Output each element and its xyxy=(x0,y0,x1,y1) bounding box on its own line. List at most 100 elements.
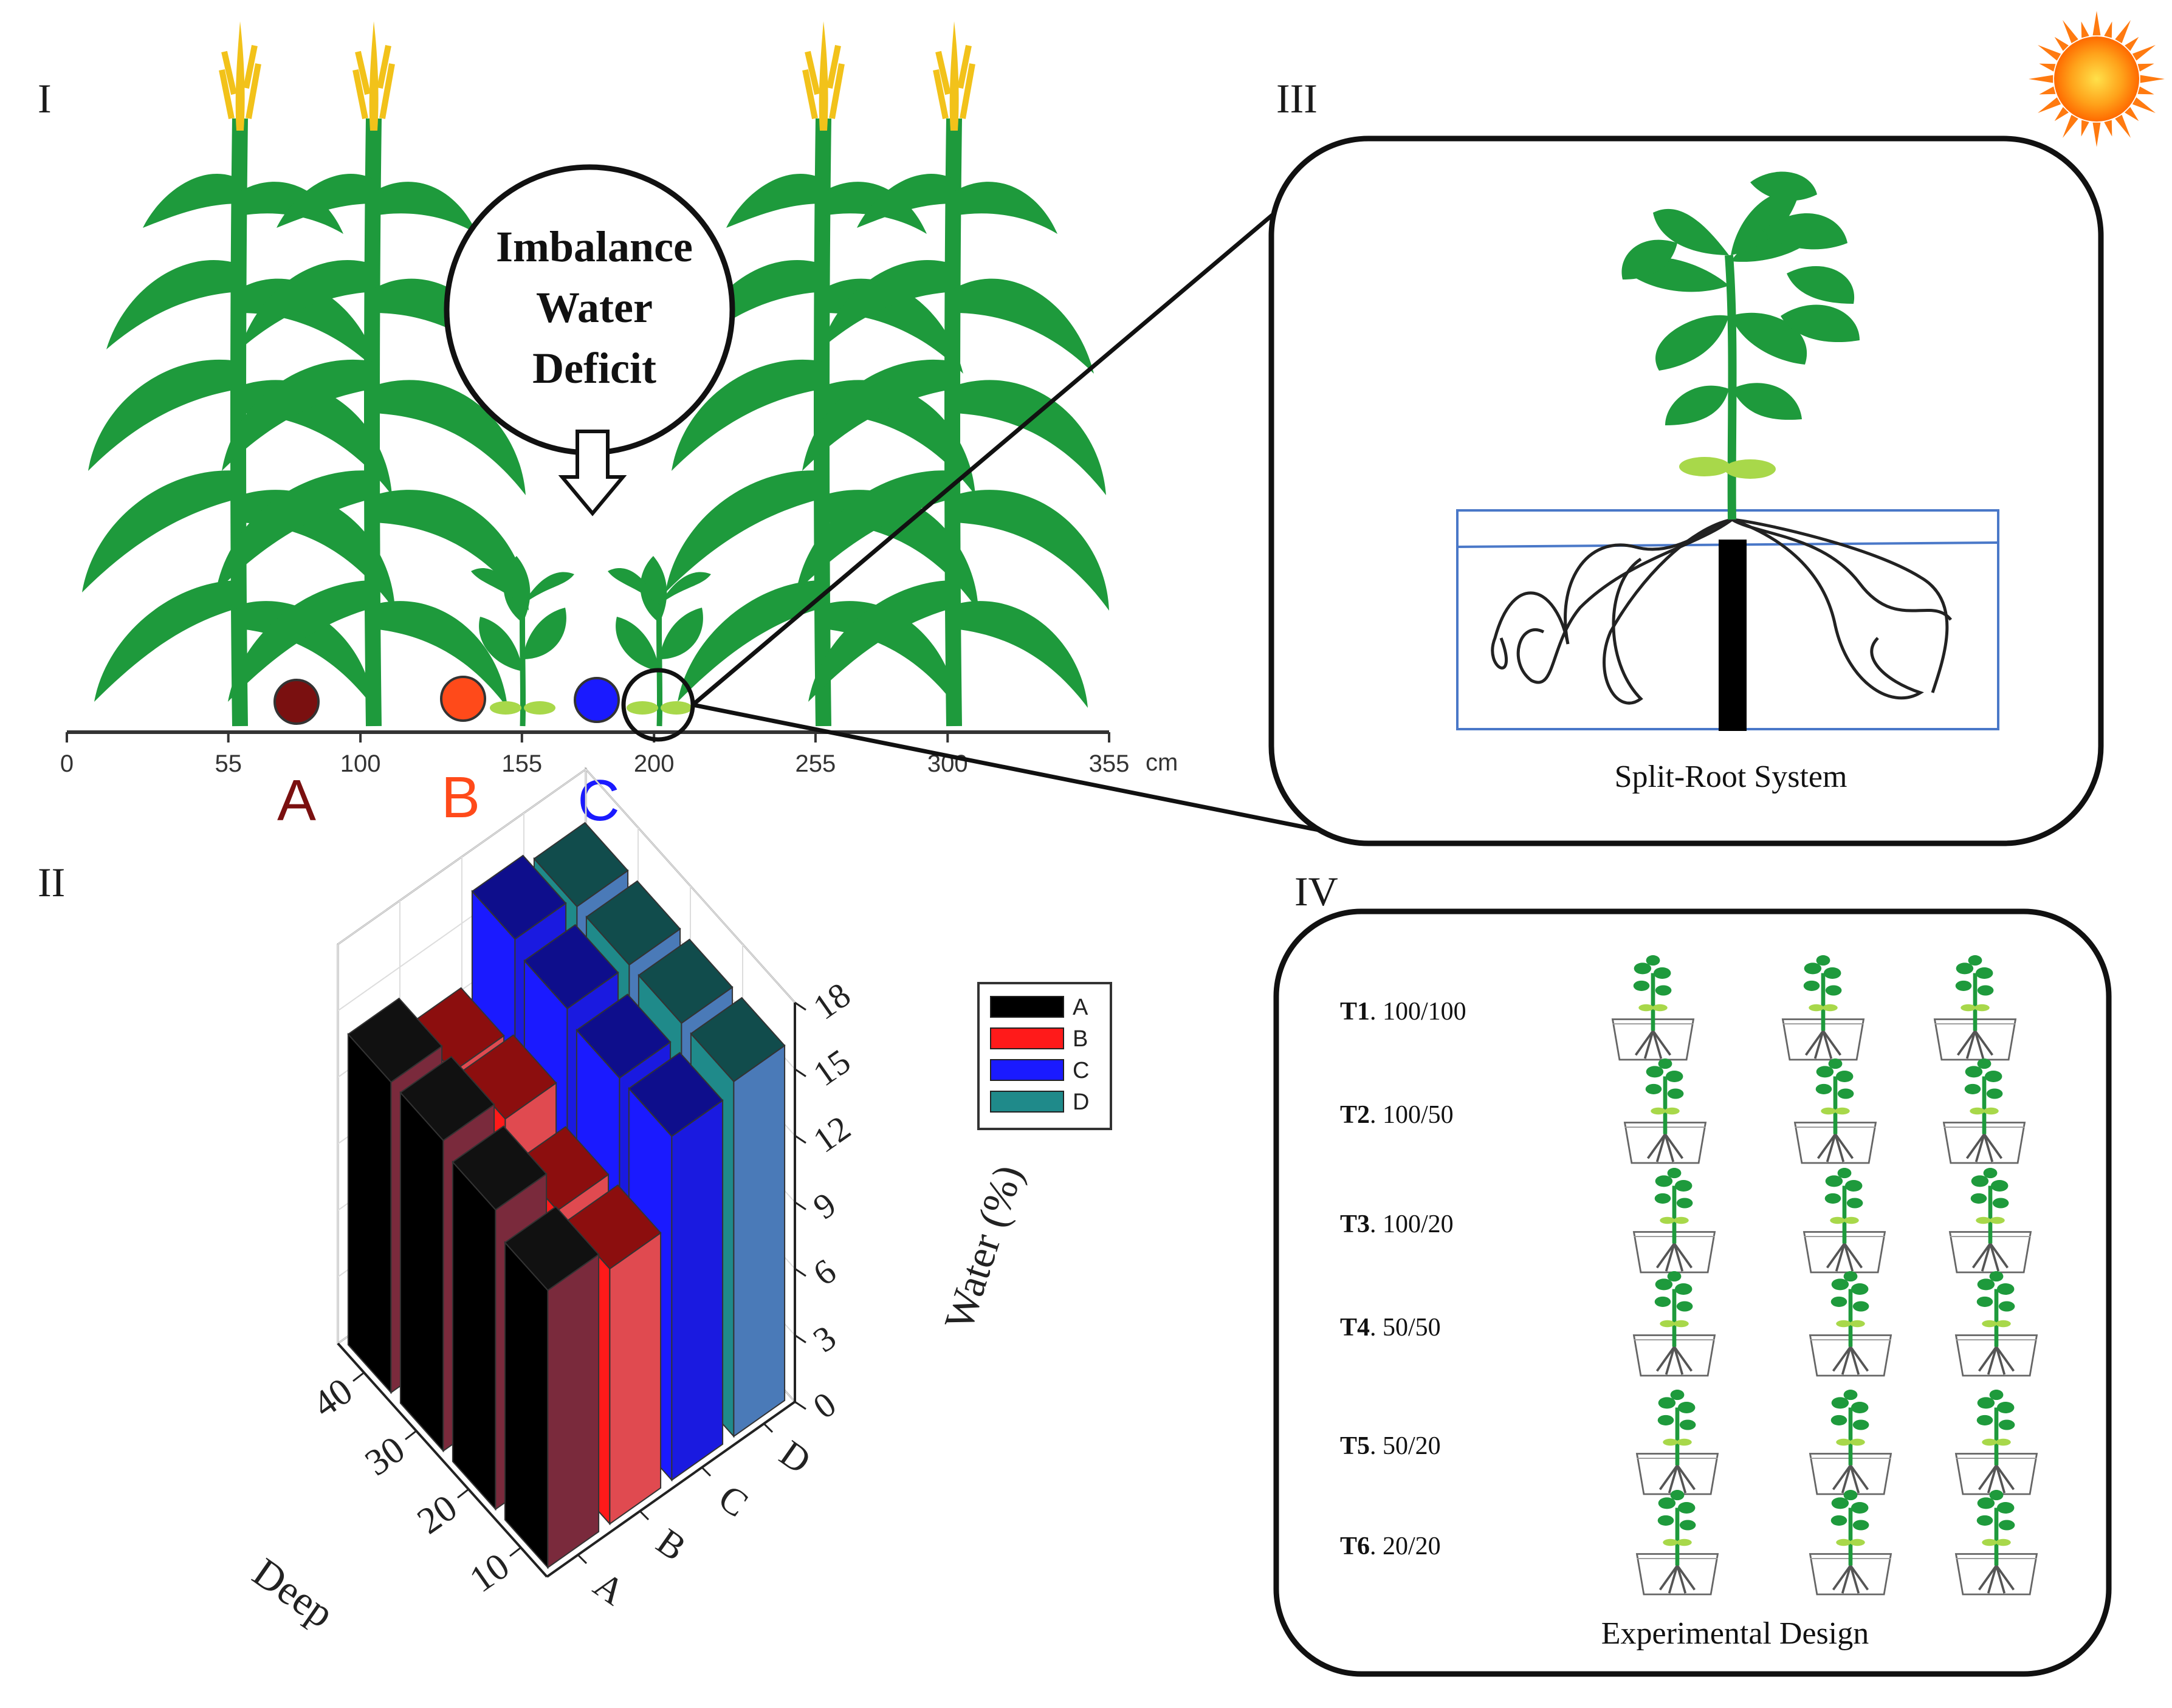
treatment-code: T3 xyxy=(1340,1210,1370,1238)
split-divider xyxy=(1719,540,1747,731)
legend-swatch xyxy=(990,1027,1064,1049)
treatment-code: T6 xyxy=(1340,1532,1370,1560)
treatment-ratio: . 100/20 xyxy=(1370,1210,1454,1238)
callout-line-3: Deficit xyxy=(532,344,656,393)
legend-swatch xyxy=(990,1059,1064,1081)
axis-tick-label: 200 xyxy=(634,750,675,777)
root-right-3 xyxy=(1731,518,1949,693)
z-tick-label: 0 xyxy=(806,1384,843,1427)
z-tick-label: 6 xyxy=(806,1251,843,1294)
bar-top-face xyxy=(576,993,672,1079)
axis-tick-label: 55 xyxy=(215,750,242,777)
y-tick-label: D xyxy=(772,1433,819,1482)
x-tick-label: 10 xyxy=(462,1545,517,1600)
bar-side-face xyxy=(733,1044,786,1438)
z-axis-title: Water (%) xyxy=(935,1159,1032,1335)
x-tick xyxy=(457,1488,469,1499)
bar-side-face xyxy=(609,1232,662,1525)
design-frame xyxy=(1273,908,2112,1677)
treatment-label: T6. 20/20 xyxy=(1340,1532,1441,1560)
bar-front-face xyxy=(452,1160,497,1511)
root-left-1 xyxy=(1491,518,1733,670)
callout-line-2: Water xyxy=(536,283,653,332)
bar-top-face xyxy=(347,997,443,1083)
bar-front-face xyxy=(504,1241,549,1569)
treatment-ratio: . 100/50 xyxy=(1370,1101,1454,1129)
treatment-code: T2 xyxy=(1340,1101,1370,1129)
bar-top-face xyxy=(399,1055,495,1142)
y-tick xyxy=(763,1422,774,1433)
z-tick-label: 15 xyxy=(806,1041,857,1094)
legend-label: D xyxy=(1073,1089,1089,1115)
point-c-label: C xyxy=(577,768,619,833)
y-tick-label: B xyxy=(649,1521,693,1569)
x-axis-title: Deep xyxy=(245,1549,343,1637)
bar-side-face xyxy=(671,1099,724,1481)
bar-top-face xyxy=(585,880,681,966)
z-tick-label: 12 xyxy=(806,1108,857,1161)
root-left-3 xyxy=(1516,518,1733,684)
z-tick xyxy=(794,1267,806,1277)
z-tick xyxy=(794,1401,806,1410)
legend-label: B xyxy=(1073,1026,1088,1052)
bar-top-face xyxy=(523,924,619,1010)
axis-tick-label: 355 xyxy=(1089,750,1130,777)
treatment-label: T3. 100/20 xyxy=(1340,1210,1454,1238)
bar-top-face xyxy=(533,821,629,908)
treatment-ratio: . 100/100 xyxy=(1370,998,1466,1026)
z-tick xyxy=(794,1201,806,1210)
z-tick-label: 18 xyxy=(806,975,857,1027)
bar-side-face xyxy=(547,1253,600,1569)
treatment-ratio: . 50/20 xyxy=(1370,1432,1441,1460)
down-arrow-icon xyxy=(558,430,627,516)
point-b-label: B xyxy=(441,765,480,830)
treatment-code: T5 xyxy=(1340,1432,1370,1460)
bar-top-face xyxy=(690,996,786,1083)
split-root-caption: Split-Root System xyxy=(1615,760,1847,794)
axis-tick-label: 255 xyxy=(796,750,836,777)
panel-label-iv: IV xyxy=(1294,868,1338,914)
zoom-line-upper xyxy=(691,205,1284,707)
legend-label: C xyxy=(1073,1058,1089,1083)
panel-label-iii: III xyxy=(1276,75,1318,122)
axis-tick-label: 0 xyxy=(60,750,74,777)
y-tick-label: A xyxy=(586,1564,633,1614)
legend-label: A xyxy=(1073,995,1088,1020)
root-right-1 xyxy=(1731,518,1952,621)
design-caption: Experimental Design xyxy=(1601,1616,1869,1651)
x-axis-line xyxy=(337,1342,548,1578)
zoom-line-lower xyxy=(692,702,1347,838)
bar-A-10 xyxy=(504,1206,600,1569)
bar-top-face xyxy=(471,854,567,940)
callout-line-1: Imbalance xyxy=(496,222,693,271)
x-tick xyxy=(509,1546,521,1557)
treatment-label: T2. 100/50 xyxy=(1340,1101,1454,1129)
z-tick xyxy=(794,1134,806,1144)
treatment-label: T4. 50/50 xyxy=(1340,1314,1441,1342)
soybean-plant xyxy=(1621,171,1860,520)
bar-top-face xyxy=(452,1125,548,1211)
point-b-marker xyxy=(440,676,486,722)
treatment-code: T4 xyxy=(1340,1314,1370,1342)
seedling-1 xyxy=(471,556,574,726)
treatment-code: T1 xyxy=(1340,998,1370,1026)
y-tick xyxy=(701,1466,712,1477)
treatment-label: T5. 50/20 xyxy=(1340,1432,1441,1460)
axis-tick-label: 100 xyxy=(340,750,381,777)
y-tick xyxy=(639,1510,650,1521)
z-tick-label: 3 xyxy=(806,1317,843,1360)
bar-front-face xyxy=(399,1091,444,1453)
point-a-marker xyxy=(273,679,320,725)
z-tick xyxy=(794,1334,806,1343)
z-tick xyxy=(794,1001,806,1011)
point-c-marker xyxy=(574,677,620,723)
y-axis-line xyxy=(546,1401,796,1578)
panel-label-ii: II xyxy=(38,859,65,905)
x-tick-label: 20 xyxy=(410,1487,465,1542)
legend-swatch xyxy=(990,996,1064,1018)
